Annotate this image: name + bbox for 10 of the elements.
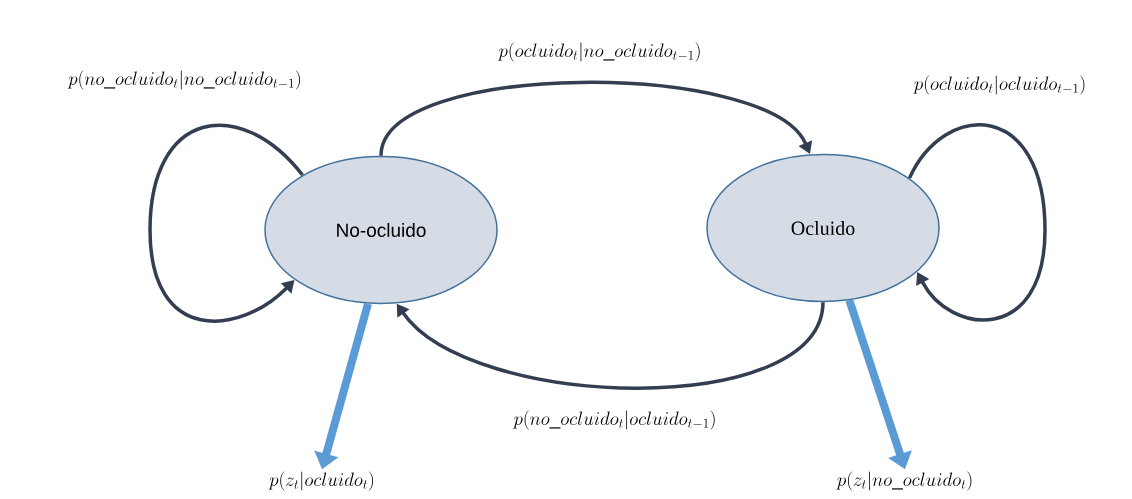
edge-label: $p(ocluido_t|ocluido_{t-1})$ (912, 74, 1088, 96)
edge-label: $p(no\_ocluido_t|ocluido_{t-1})$ (512, 409, 718, 431)
transition-arrow (148, 123, 304, 323)
formula-label: $p(z_t|ocluido_t)$ (268, 471, 374, 491)
transition-arrow (396, 301, 825, 390)
edge-label: $p(no\_ocluido_t|no\_ocluido_{t-1})$ (67, 69, 303, 91)
edge-label: $p(ocluido_t|no\_ocluido_{t-1})$ (497, 41, 703, 63)
transition-arrow (907, 123, 1047, 322)
formula-label: $p(z_t|no\_ocluido_t)$ (836, 471, 972, 491)
transition-arrow (379, 80, 813, 157)
